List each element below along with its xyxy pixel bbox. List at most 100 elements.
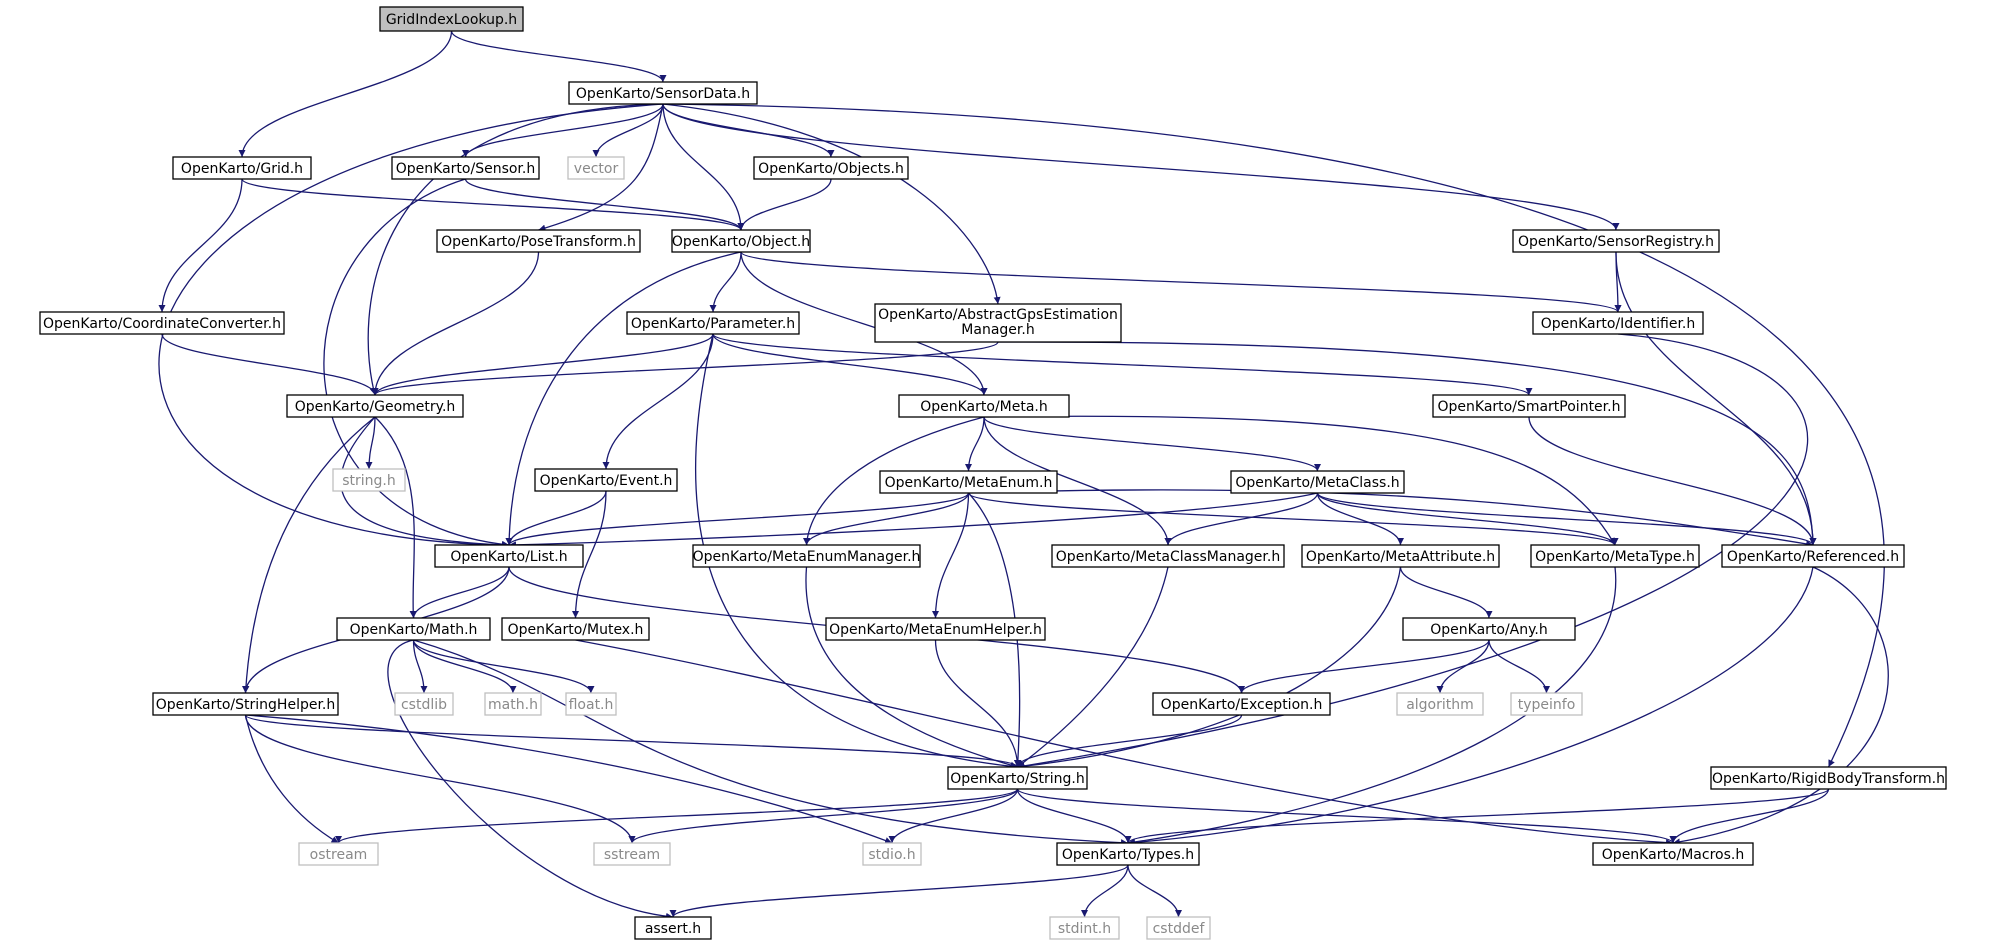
node-box bbox=[825, 617, 1046, 641]
node-label: OpenKarto/Exception.h bbox=[1161, 697, 1323, 713]
node-sensorregistry[interactable]: OpenKarto/SensorRegistry.h bbox=[1512, 229, 1720, 253]
node-macros[interactable]: OpenKarto/Macros.h bbox=[1592, 842, 1754, 866]
node-math[interactable]: OpenKarto/Math.h bbox=[336, 617, 491, 641]
node-box bbox=[1056, 842, 1200, 866]
node-exception[interactable]: OpenKarto/Exception.h bbox=[1152, 692, 1331, 716]
node-label: OpenKarto/String.h bbox=[950, 771, 1085, 787]
edge-metatype-to-types bbox=[1127, 566, 1617, 846]
node-label: OpenKarto/MetaEnum.h bbox=[885, 475, 1053, 491]
node-label: stdio.h bbox=[868, 847, 915, 863]
node-metaclass[interactable]: OpenKarto/MetaClass.h bbox=[1230, 470, 1405, 494]
node-box bbox=[565, 692, 617, 716]
node-rigidbody[interactable]: OpenKarto/RigidBodyTransform.h bbox=[1710, 766, 1947, 790]
edge-sensordata-to-abstractgps bbox=[662, 103, 1001, 305]
node-label: OpenKarto/Grid.h bbox=[181, 161, 303, 177]
node-math_h[interactable]: math.h bbox=[484, 692, 542, 716]
node-metaenummanager[interactable]: OpenKarto/MetaEnumManager.h bbox=[692, 544, 921, 568]
node-mutex[interactable]: OpenKarto/Mutex.h bbox=[501, 617, 650, 641]
node-types[interactable]: OpenKarto/Types.h bbox=[1056, 842, 1200, 866]
node-typeinfo[interactable]: typeinfo bbox=[1510, 692, 1583, 716]
node-algorithm[interactable]: algorithm bbox=[1396, 692, 1484, 716]
node-objects[interactable]: OpenKarto/Objects.h bbox=[753, 156, 909, 180]
node-metaclassmanager[interactable]: OpenKarto/MetaClassManager.h bbox=[1051, 544, 1285, 568]
edge-metaenum-to-metaenummanager bbox=[803, 492, 970, 546]
node-box bbox=[436, 229, 641, 253]
edge-metaattribute-to-string bbox=[1017, 566, 1402, 770]
edge-metaenum-to-list bbox=[505, 492, 970, 546]
node-metatype[interactable]: OpenKarto/MetaType.h bbox=[1530, 544, 1700, 568]
node-stdio_h[interactable]: stdio.h bbox=[862, 842, 922, 866]
node-sstream[interactable]: sstream bbox=[593, 842, 671, 866]
edge-stringhelper-to-ostream bbox=[244, 714, 339, 844]
node-box bbox=[1510, 692, 1583, 716]
edge-mutex-to-macros bbox=[575, 639, 1674, 847]
edge-geometry-to-string_h bbox=[365, 416, 376, 470]
edge-geometry-to-math bbox=[374, 416, 417, 619]
node-ostream[interactable]: ostream bbox=[298, 842, 379, 866]
node-vector[interactable]: vector bbox=[567, 156, 625, 180]
node-metaenum[interactable]: OpenKarto/MetaEnum.h bbox=[879, 470, 1058, 494]
edge-identifier-to-string bbox=[1017, 333, 1809, 770]
node-box bbox=[862, 842, 922, 866]
node-stringhelper[interactable]: OpenKarto/StringHelper.h bbox=[152, 692, 339, 716]
node-float_h[interactable]: float.h bbox=[565, 692, 617, 716]
node-box bbox=[1402, 617, 1576, 641]
node-parameter[interactable]: OpenKarto/Parameter.h bbox=[626, 311, 800, 335]
node-metaenumhelper[interactable]: OpenKarto/MetaEnumHelper.h bbox=[825, 617, 1046, 641]
node-meta[interactable]: OpenKarto/Meta.h bbox=[898, 394, 1070, 418]
node-sensordata[interactable]: OpenKarto/SensorData.h bbox=[568, 81, 758, 105]
edge-sensordata-to-posetransform bbox=[538, 103, 664, 232]
node-event[interactable]: OpenKarto/Event.h bbox=[534, 468, 678, 492]
node-cstdlib[interactable]: cstdlib bbox=[394, 692, 454, 716]
node-string[interactable]: OpenKarto/String.h bbox=[947, 766, 1088, 790]
node-box bbox=[1152, 692, 1331, 716]
node-label: OpenKarto/CoordinateConverter.h bbox=[43, 316, 281, 332]
node-any[interactable]: OpenKarto/Any.h bbox=[1402, 617, 1576, 641]
node-label: OpenKarto/MetaClassManager.h bbox=[1056, 549, 1280, 565]
node-box bbox=[336, 617, 491, 641]
edge-abstractgps-to-referenced bbox=[997, 341, 1817, 546]
node-grid[interactable]: OpenKarto/Grid.h bbox=[172, 156, 312, 180]
node-posetransform[interactable]: OpenKarto/PoseTransform.h bbox=[436, 229, 641, 253]
node-box bbox=[1710, 766, 1947, 790]
edge-smartpointer-to-referenced bbox=[1528, 416, 1817, 546]
node-box bbox=[1530, 544, 1700, 568]
node-string_h[interactable]: string.h bbox=[332, 468, 406, 492]
node-label: Manager.h bbox=[961, 322, 1034, 338]
edge-grid-to-object bbox=[241, 178, 745, 231]
node-label: OpenKarto/Geometry.h bbox=[295, 399, 456, 415]
node-geometry[interactable]: OpenKarto/Geometry.h bbox=[286, 394, 464, 418]
node-smartpointer[interactable]: OpenKarto/SmartPointer.h bbox=[1432, 394, 1626, 418]
edge-sensor-to-list bbox=[323, 178, 510, 548]
node-label: OpenKarto/Objects.h bbox=[758, 161, 904, 177]
node-referenced[interactable]: OpenKarto/Referenced.h bbox=[1721, 544, 1905, 568]
edge-parameter-to-smartpointer bbox=[712, 333, 1533, 396]
node-object[interactable]: OpenKarto/Object.h bbox=[671, 229, 811, 253]
edge-metaenumhelper-to-string bbox=[934, 639, 1021, 768]
edge-object-to-meta bbox=[740, 251, 988, 396]
node-box bbox=[39, 311, 285, 335]
edge-geometry-to-list bbox=[340, 416, 510, 549]
edge-metaclass-to-metaclassmanager bbox=[1164, 492, 1319, 546]
node-metaattribute[interactable]: OpenKarto/MetaAttribute.h bbox=[1301, 544, 1500, 568]
node-cstddef[interactable]: cstddef bbox=[1146, 916, 1211, 940]
edge-metaenum-to-metaenumhelper bbox=[932, 492, 970, 619]
node-list[interactable]: OpenKarto/List.h bbox=[434, 544, 584, 568]
node-box bbox=[671, 229, 811, 253]
node-label: OpenKarto/MetaAttribute.h bbox=[1306, 549, 1495, 565]
node-label: math.h bbox=[488, 697, 538, 713]
edge-list-to-math bbox=[410, 566, 510, 619]
node-gridindexlookup[interactable]: GridIndexLookup.h bbox=[379, 6, 524, 32]
edge-metaenum-to-referenced bbox=[968, 489, 1814, 548]
node-layer: GridIndexLookup.hOpenKarto/SensorData.hO… bbox=[39, 6, 1947, 940]
node-stdint_h[interactable]: stdint.h bbox=[1049, 916, 1120, 940]
node-identifier[interactable]: OpenKarto/Identifier.h bbox=[1532, 311, 1704, 335]
edge-object-to-list bbox=[505, 251, 742, 546]
node-coordinateconverter[interactable]: OpenKarto/CoordinateConverter.h bbox=[39, 311, 285, 335]
edge-metaclassmanager-to-string bbox=[1017, 566, 1169, 768]
node-box bbox=[1051, 544, 1285, 568]
node-assert_h[interactable]: assert.h bbox=[634, 916, 712, 940]
node-box bbox=[391, 156, 540, 180]
node-sensor[interactable]: OpenKarto/Sensor.h bbox=[391, 156, 540, 180]
